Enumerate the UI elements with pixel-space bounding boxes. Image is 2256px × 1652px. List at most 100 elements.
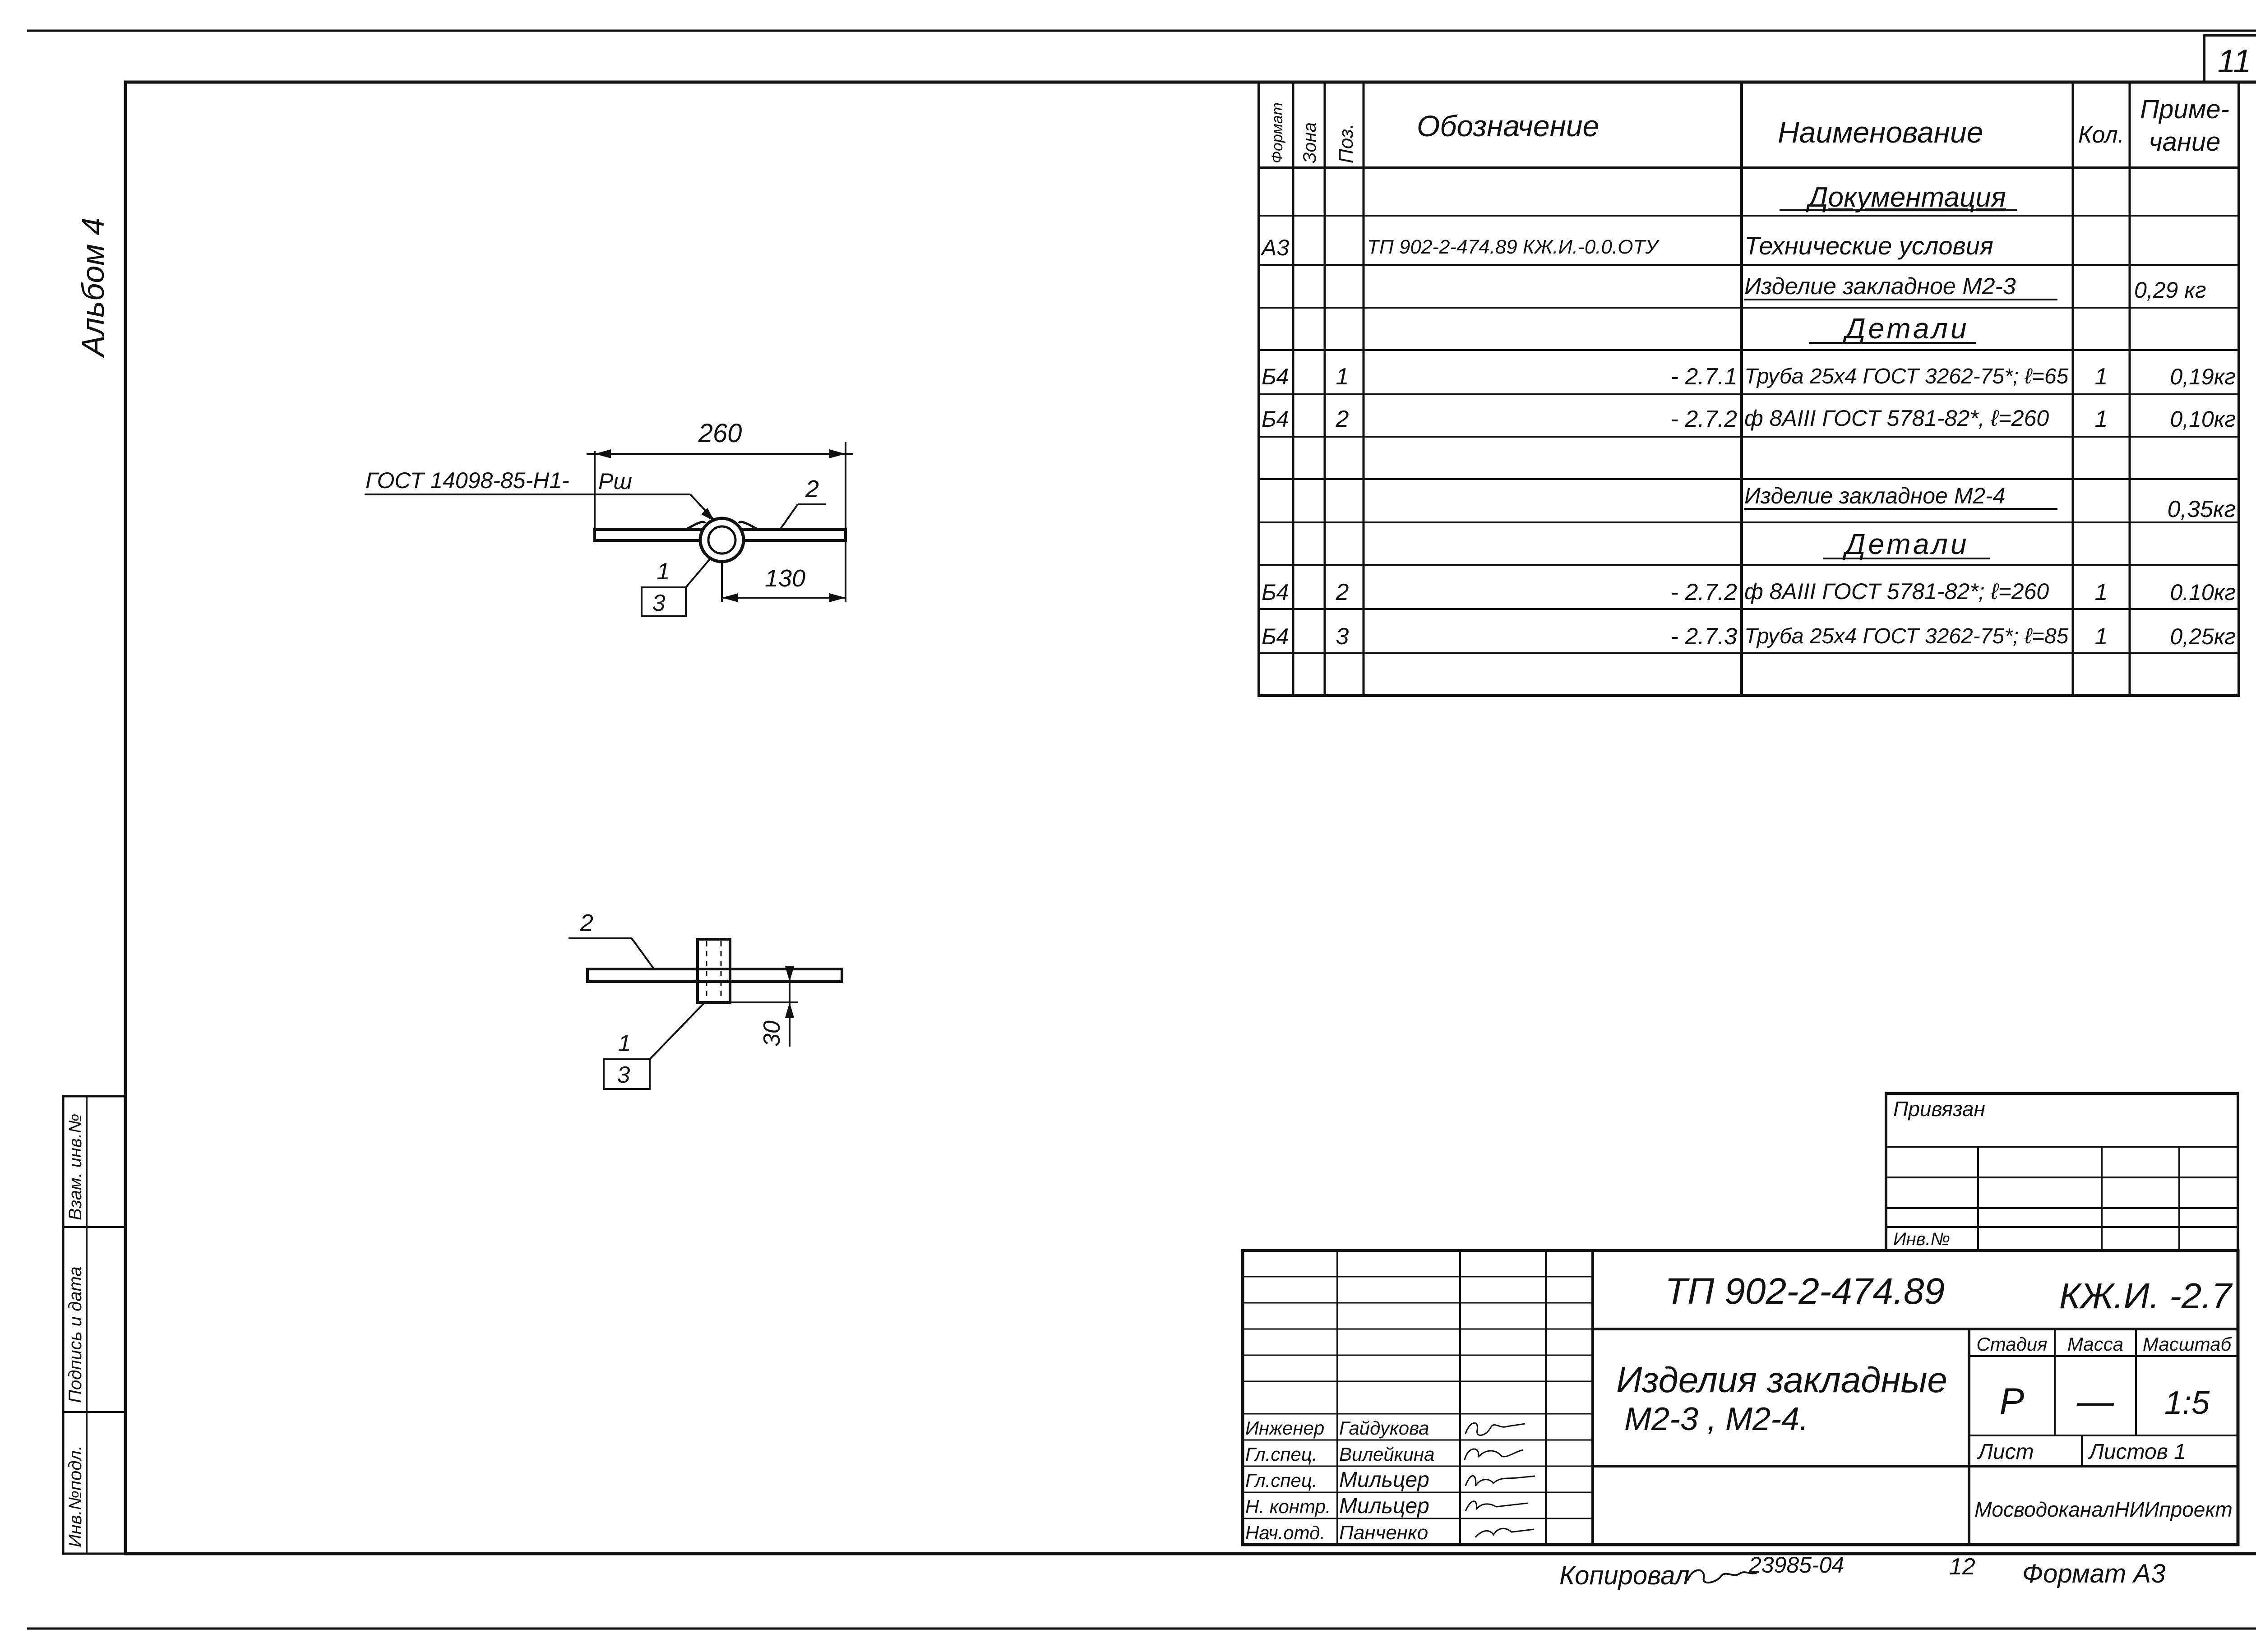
callout-3: 3 bbox=[617, 1062, 630, 1088]
stamp-signature-date: Подпись и дата bbox=[65, 1266, 85, 1403]
page-number: 12 bbox=[1949, 1554, 1975, 1580]
stamp-replace-inv: Взам. инв.№ bbox=[65, 1114, 85, 1220]
spec-name: Технические условия bbox=[1744, 231, 1993, 260]
header-qty: Кол. bbox=[2078, 122, 2124, 148]
staff-name: Гайдукова bbox=[1339, 1417, 1429, 1439]
spec-designation: - 2.7.2 bbox=[1671, 406, 1737, 432]
spec-format: Б4 bbox=[1262, 406, 1289, 432]
tube-inner bbox=[707, 525, 737, 555]
spec-section-documentation: Документация bbox=[1806, 182, 2006, 213]
weld-type-label: Рш bbox=[598, 469, 632, 494]
sheet-frame bbox=[124, 80, 2256, 1555]
spec-pos: 2 bbox=[1336, 579, 1349, 605]
spec-note: 0,10кг bbox=[2170, 406, 2236, 432]
spec-pos: 3 bbox=[1336, 623, 1349, 650]
tube-outer bbox=[698, 517, 745, 563]
callout-2: 2 bbox=[805, 475, 819, 503]
drawing-side-view: 30 2 1 3 bbox=[569, 909, 843, 1090]
spec-name: Труба 25х4 ГОСТ 3262-75*; ℓ=65 bbox=[1744, 365, 2069, 388]
staff-role: Гл.спец. bbox=[1245, 1444, 1318, 1465]
dimension-260: 260 bbox=[698, 419, 742, 448]
binding-inv: Инв.№ bbox=[1893, 1229, 1950, 1249]
spec-pos: 2 bbox=[1336, 406, 1349, 432]
staff-role: Нач.отд. bbox=[1245, 1522, 1325, 1543]
callout-1: 1 bbox=[618, 1030, 631, 1057]
album-label: Альбом 4 bbox=[75, 217, 111, 358]
spec-name-item-m2-3: Изделие закладное М2-3 bbox=[1744, 273, 2016, 300]
spec-qty: 1 bbox=[2095, 623, 2108, 650]
signatures bbox=[1464, 1422, 1535, 1538]
stamp-inv-original: Инв.№подл. bbox=[65, 1445, 85, 1547]
header-format: Формат bbox=[1269, 102, 1286, 163]
footer: Копировал 23985-04 12 Формат А3 bbox=[1559, 1552, 2165, 1590]
side-stamp: Инв.№подл. Подпись и дата Взам. инв.№ bbox=[62, 1095, 127, 1555]
dimension-130: 130 bbox=[765, 565, 805, 592]
staff-role: Гл.спец. bbox=[1245, 1470, 1318, 1491]
spec-name: ф 8АIII ГОСТ 5781-82*; ℓ=260 bbox=[1744, 579, 2049, 604]
mass-header: Масса bbox=[2067, 1334, 2123, 1355]
title-line-1: Изделия закладные bbox=[1616, 1360, 1947, 1400]
callout-1: 1 bbox=[657, 558, 670, 585]
dim-arrow bbox=[595, 449, 611, 458]
spec-qty: 1 bbox=[2095, 579, 2108, 605]
title-line-2: М2-3 , М2-4. bbox=[1624, 1401, 1808, 1437]
organization: МосводоканалНИИпроект bbox=[1974, 1498, 2233, 1521]
title-block: Инженер Гайдукова Гл.спец. Вилейкина Гл.… bbox=[1241, 1249, 2240, 1546]
stage-header: Стадия bbox=[1976, 1334, 2047, 1355]
stage-value: Р bbox=[2000, 1381, 2025, 1422]
staff-name: Вилейкина bbox=[1339, 1444, 1434, 1465]
staff-name: Панченко bbox=[1339, 1522, 1428, 1544]
spec-qty: 1 bbox=[2095, 364, 2108, 390]
header-pos: Поз. bbox=[1335, 123, 1357, 163]
header-name: Наименование bbox=[1778, 115, 1983, 149]
callout-3: 3 bbox=[652, 590, 666, 616]
staff-role: Инженер bbox=[1245, 1417, 1324, 1439]
header-note-2: чание bbox=[2149, 127, 2221, 157]
doc-code: ТП 902-2-474.89 bbox=[1665, 1271, 1945, 1312]
drawing-plan-view: 260 130 ГОСТ 14098-85-Н1- Рш 2 1 3 bbox=[365, 419, 853, 617]
binding-box: Привязан Инв.№ bbox=[1885, 1092, 2239, 1252]
rebar-detail bbox=[586, 968, 843, 983]
staff-role: Н. контр. bbox=[1245, 1496, 1331, 1517]
spec-format: Б4 bbox=[1262, 364, 1289, 389]
spec-designation: ТП 902-2-474.89 КЖ.И.-0.0.ОТУ bbox=[1367, 236, 1660, 258]
spec-note: 0,25кг bbox=[2170, 624, 2236, 649]
dimension-30: 30 bbox=[759, 1020, 785, 1047]
spec-designation: - 2.7.3 bbox=[1671, 623, 1737, 650]
spec-note: 0.10кг bbox=[2170, 580, 2236, 605]
format-label: Формат А3 bbox=[2022, 1559, 2165, 1588]
spec-qty: 1 bbox=[2095, 406, 2108, 432]
header-designation: Обозначение bbox=[1417, 109, 1599, 143]
spec-format: А3 bbox=[1260, 235, 1289, 260]
mass-value: — bbox=[2076, 1381, 2114, 1422]
spec-note: 0,29 кг bbox=[2134, 277, 2206, 303]
scale-header: Масштаб bbox=[2143, 1334, 2232, 1355]
spec-name: Труба 25х4 ГОСТ 3262-75*; ℓ=85 bbox=[1744, 624, 2069, 648]
tube-detail bbox=[696, 938, 731, 1004]
spec-name-item-m2-4: Изделие закладное М2-4 bbox=[1744, 483, 2006, 508]
spec-designation: - 2.7.2 bbox=[1671, 579, 1737, 605]
specification-table: Формат Зона Поз. Обозначение Наименовани… bbox=[1257, 81, 2240, 697]
dim-arrow bbox=[829, 449, 846, 458]
sheet-label: Лист bbox=[1977, 1440, 2034, 1464]
spec-name: ф 8АIII ГОСТ 5781-82*, ℓ=260 bbox=[1744, 406, 2049, 431]
scale-value: 1:5 bbox=[2164, 1385, 2210, 1421]
callout-2: 2 bbox=[579, 909, 593, 937]
spec-section-details: Детали bbox=[1842, 528, 1969, 560]
spec-format: Б4 bbox=[1262, 580, 1289, 605]
dim-arrow bbox=[829, 593, 846, 602]
weld-standard-label: ГОСТ 14098-85-Н1- bbox=[365, 468, 569, 493]
sheets-label: Листов 1 bbox=[2088, 1440, 2186, 1464]
staff-name: Мильцер bbox=[1339, 1494, 1429, 1518]
sheet-code: КЖ.И. -2.7 bbox=[2059, 1276, 2233, 1316]
dim-arrow bbox=[722, 593, 738, 602]
spec-note: 0,19кг bbox=[2170, 364, 2236, 389]
spec-format: Б4 bbox=[1262, 624, 1289, 649]
copier-signature bbox=[1687, 1569, 1757, 1584]
binding-title: Привязан bbox=[1893, 1097, 1985, 1121]
staff-name: Мильцер bbox=[1339, 1468, 1429, 1492]
copied-label: Копировал bbox=[1559, 1561, 1689, 1590]
spec-pos: 1 bbox=[1336, 364, 1349, 390]
sheet-number: 11 bbox=[2218, 43, 2251, 79]
